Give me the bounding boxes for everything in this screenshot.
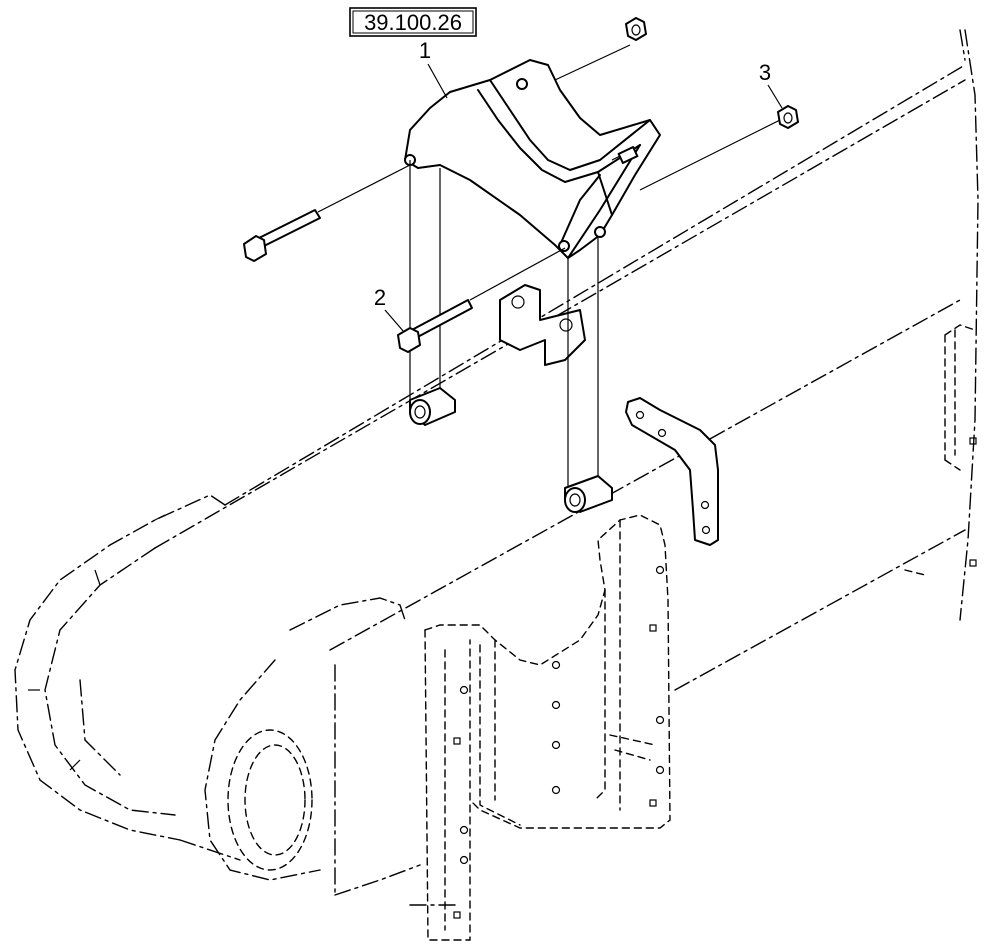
callout-2-label: 2	[374, 285, 386, 310]
part-2-bolt-upper[interactable]	[243, 209, 321, 262]
spacer-upper	[409, 387, 456, 426]
reference-box[interactable]: 39.100.26	[349, 7, 477, 37]
callout-1[interactable]: 1	[419, 38, 448, 99]
part-3-nut-upper[interactable]	[625, 17, 647, 41]
part-2-bolt-lower[interactable]	[397, 299, 473, 353]
side-bracket	[625, 397, 719, 546]
part-1-bracket[interactable]	[404, 59, 661, 259]
callout-2[interactable]: 2	[374, 285, 405, 333]
callout-3[interactable]: 3	[759, 60, 783, 109]
assembly-lines	[317, 44, 781, 488]
mounting-plate-phantom	[424, 437, 977, 941]
reference-label: 39.100.26	[364, 10, 462, 35]
callout-3-label: 3	[759, 60, 771, 85]
callout-1-label: 1	[419, 38, 431, 63]
part-3-nut-lower[interactable]	[777, 105, 799, 129]
spacer-lower	[564, 475, 613, 513]
clip-bracket	[499, 284, 586, 366]
axle-housing-phantom	[14, 29, 979, 906]
